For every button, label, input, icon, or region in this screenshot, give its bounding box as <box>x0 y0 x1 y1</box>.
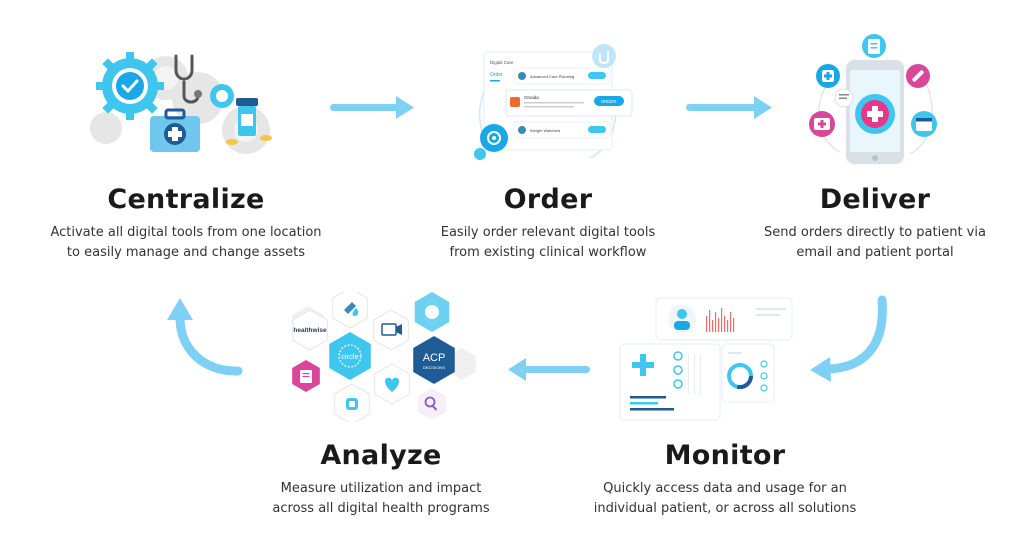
step-description: Activate all digital tools from one loca… <box>50 225 322 260</box>
magnifier-icon <box>418 388 446 420</box>
patient-card <box>655 297 793 341</box>
notepad-icon <box>292 360 320 392</box>
medicine-icon <box>816 64 840 88</box>
step-deliver: Deliver Send orders directly to patient … <box>740 184 1010 263</box>
order-row1: Advanced Care Planning <box>530 74 574 79</box>
svg-text:ACP: ACP <box>423 352 446 364</box>
order-nav-item: Order <box>490 72 503 78</box>
arrow-curve-up <box>175 313 243 376</box>
step-title: Order <box>503 184 593 215</box>
step-title: Centralize <box>107 184 265 215</box>
acp-decisions-logo: ACP DECISIONS <box>413 336 455 384</box>
deliver-illustration <box>809 34 937 164</box>
step-title: Monitor <box>664 440 786 471</box>
water-drop-icon <box>332 292 368 329</box>
watch-icon <box>334 383 370 422</box>
order-row3: Weight Watchers <box>530 128 560 133</box>
monitor-illustration <box>619 297 793 421</box>
hand-icon <box>592 44 616 68</box>
svg-text:healthwise: healthwise <box>293 327 327 334</box>
calendar-icon <box>911 111 937 137</box>
order-panel-title: Digital Care <box>490 60 514 65</box>
svg-text:circle: circle <box>341 352 359 361</box>
smartphone-icon <box>846 60 904 164</box>
arrow-right-2 <box>686 96 772 119</box>
donut-card <box>721 343 775 403</box>
healthwise-logo: healthwise <box>292 309 328 351</box>
analyze-illustration: healthwise circle ACP DECISIONS <box>292 292 476 422</box>
arrow-left <box>508 358 590 381</box>
message-icon <box>834 88 854 108</box>
arrow-right-1 <box>330 96 414 119</box>
circle-logo: circle <box>329 332 371 380</box>
syringe-icon <box>906 64 930 88</box>
step-centralize: Centralize Activate all digital tools fr… <box>30 184 342 263</box>
check-gear-icon <box>96 52 164 120</box>
centralize-illustration <box>90 52 272 154</box>
medical-case-icon <box>150 108 200 152</box>
clipboard-icon <box>862 34 886 58</box>
pill-bottle-icon <box>226 98 272 145</box>
order-button: ORDER <box>601 99 616 104</box>
order-row2: Omada <box>524 95 539 100</box>
heart-icon <box>374 363 410 405</box>
step-title: Analyze <box>320 440 442 471</box>
arrow-curve-down <box>823 295 887 374</box>
settings-gear-icon <box>480 124 508 152</box>
step-monitor: Monitor Quickly access data and usage fo… <box>560 440 890 519</box>
video-icon <box>373 309 409 351</box>
stethoscope-icon <box>174 54 200 104</box>
stats-card <box>619 343 721 421</box>
step-title: Deliver <box>819 184 931 215</box>
first-aid-kit-icon <box>809 111 835 137</box>
arrow-curve-up-head <box>167 298 193 320</box>
order-illustration: Digital Care Order Advanced Care Plannin… <box>474 44 633 160</box>
svg-text:DECISIONS: DECISIONS <box>423 365 445 370</box>
chat-icon <box>414 292 450 332</box>
step-order: Order Easily order relevant digital tool… <box>410 184 686 263</box>
arrow-curve-down-head <box>810 357 831 382</box>
